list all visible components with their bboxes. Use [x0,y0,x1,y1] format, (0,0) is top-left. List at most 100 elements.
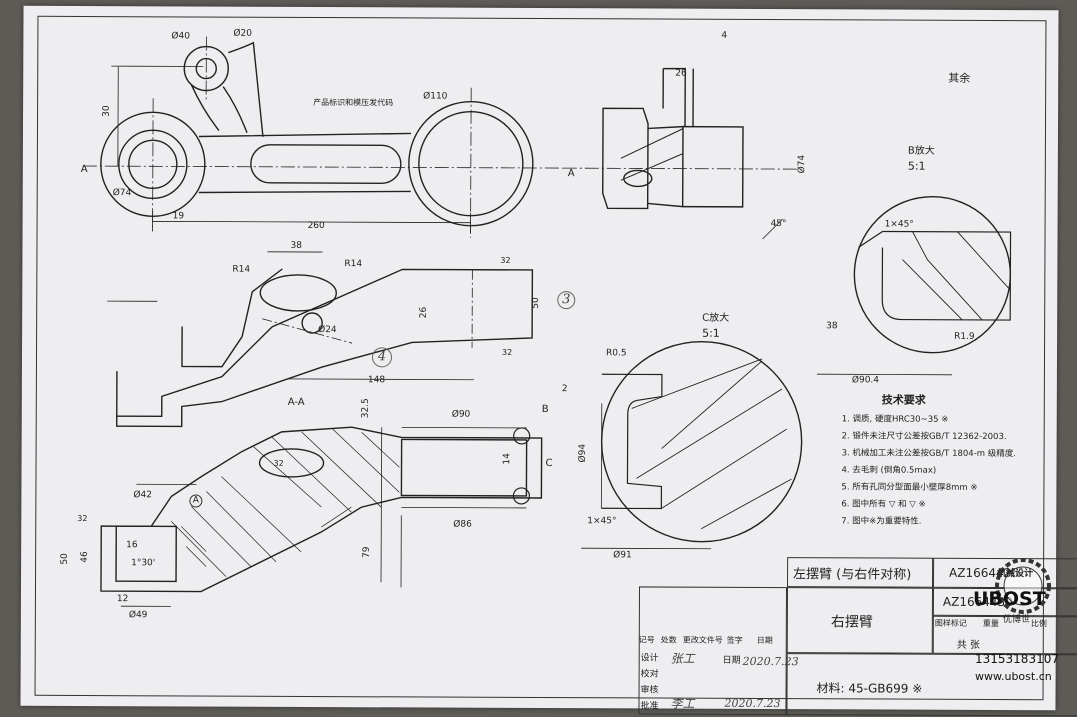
side-dim-45: 45° [770,219,787,230]
title-block-header: 日期 [756,635,773,646]
view-c-dim-2: 2 [561,384,568,395]
roughness-mark: 32 [500,255,511,265]
view-c-dim-d94: Ø94 [577,443,588,463]
view-c-title: C放大 [702,312,730,324]
dim-d110: Ø110 [423,91,448,102]
datum-a: A [189,494,203,508]
detail-c-circle [600,341,803,543]
dim-d74: Ø74 [112,188,132,199]
rod-shank-edges [198,132,411,194]
view-b-dim-d90: Ø90.4 [851,375,880,386]
view-c-scale: 5:1 [702,326,720,340]
tech-req-item: 3. 机械加工未注公差按GB/T 1804-m 级精度. [841,448,1016,460]
brand-url: www.ubost.cn [975,670,1052,683]
tech-req-item: 7. 图中※为重要特性. [841,516,922,527]
side-dim-d74: Ø74 [797,154,808,174]
section-a-left: A [80,163,88,176]
ls-dim-12: 12 [116,594,129,605]
date-label: 日期 [722,655,741,666]
tech-req-item: 4. 去毛刺 (倒角0.5max) [841,465,937,476]
view-b-title: B放大 [907,145,935,157]
side-dim-4: 4 [721,30,728,41]
lower-section [100,426,543,593]
approve-date: 2020.7.23 [724,696,781,711]
ls-dim-d90: Ø90 [451,409,471,420]
aa-dim-38: 38 [290,240,302,251]
title-block-header: 处数 [660,635,677,645]
view-b-chamfer: 1×45° [884,219,914,230]
roughness-mark: 32 [273,458,284,468]
brand-line1: 机械设计 [997,569,1034,579]
tech-req-item: 2. 锻件未注尺寸公差按GB/T 12362-2003. [841,431,1007,443]
rod-slot [250,144,402,185]
drawing-lines [82,36,1012,607]
aa-dim-50: 50 [530,297,541,309]
title-block-row-label: 审核 [640,685,659,696]
title-block-row-label: 校对 [640,669,659,680]
ls-dim-79: 79 [361,546,372,558]
design-signature: 张工 [670,651,695,666]
tech-req-title: 技术要求 [881,393,926,407]
aa-dim-148: 148 [367,375,386,386]
dim-19: 19 [172,211,185,222]
view-c-chamfer: 1×45° [587,516,617,527]
title-block-header: 签字 [726,635,743,645]
ls-dim-46: 46 [79,551,90,563]
title-block-row-label: 设计 [640,653,659,664]
view-c-dim-d91: Ø91 [613,550,632,561]
section-a-right: A [567,168,575,180]
brand-watermark: 机械设计 UBOST 优博世 13153183107 www.ubost.cn [973,556,1073,706]
view-b-dim-38: 38 [826,321,838,332]
circled-3: 3 [557,291,576,310]
boss-arm [190,41,264,137]
dim-260: 260 [307,220,325,232]
section-aa-pocket [259,274,337,312]
ls-dim-d42: Ø42 [133,490,152,501]
gear-logo-icon [995,558,1051,614]
ls-dim-1-30: 1°30' [131,558,156,569]
section-aa-label: A-A [287,396,305,408]
title-block-row-label: 批准 [640,701,659,712]
callout-c: C [545,458,553,470]
aa-r14-right: R14 [344,259,363,270]
dim-d40: Ø40 [171,31,190,42]
tech-req-item: 1. 调质, 硬度HRC30~35 ※ [841,414,949,425]
aa-dim-d24: Ø24 [318,325,337,336]
callout-b: B [541,404,549,416]
side-dim-26: 26 [675,68,687,79]
roughness-mark: 32 [77,513,88,524]
circled-4: 4 [371,347,393,368]
roughness-mark: 32 [502,347,513,357]
part-name: 右摆臂 [830,614,873,631]
drawing-sheet: Ø40 Ø20 30 产品标识和模压发代码 Ø110 A A Ø74 19 26… [20,5,1077,717]
view-c-radius: R0.5 [605,348,627,359]
product-mark-note: 产品标识和模压发代码 [313,98,394,108]
brand-sub: 优博世 [1003,615,1031,625]
title-block-header: 更改文件号 [682,635,723,645]
ls-dim-325: 32.5 [360,398,371,419]
ls-dim-d49: Ø49 [128,610,148,621]
ls-dim-d86: Ø86 [453,519,472,530]
tech-req-item: 5. 所有孔同分型面最小壁厚8mm ※ [841,482,978,493]
dim-30: 30 [101,105,112,117]
brand-name: UBOST [973,588,1046,610]
view-b-radius: R1.9 [954,331,975,342]
aa-r14-left: R14 [232,264,251,275]
title-block-col-label: 图样标记 [934,618,967,628]
tech-requirements: 技术要求 1. 调质, 硬度HRC30~35 ※ 2. 锻件未注尺寸公差按GB/T… [841,391,1052,531]
material: 材料: 45-GB699 ※ [816,681,923,696]
part-name-left: 左摆臂 (与右件对称) [793,567,912,583]
tech-req-item: 6. 图中所有 ▽ 和 ▽ ※ [841,499,926,510]
section-aa-outline [115,268,534,428]
title-block-header: 记号 [638,635,655,645]
design-date: 2020.7.23 [742,654,799,669]
ls-dim-50: 50 [59,553,70,565]
view-b-scale: 5:1 [907,159,926,173]
side-left-block [602,107,649,210]
approve-signature: 李工 [670,696,695,711]
ls-dim-16: 16 [126,540,138,551]
remainder-label: 其余 [948,71,971,85]
brand-phone: 13153183107 [975,652,1059,666]
dim-20: Ø20 [233,28,252,39]
detail-b-circle [853,196,1012,354]
